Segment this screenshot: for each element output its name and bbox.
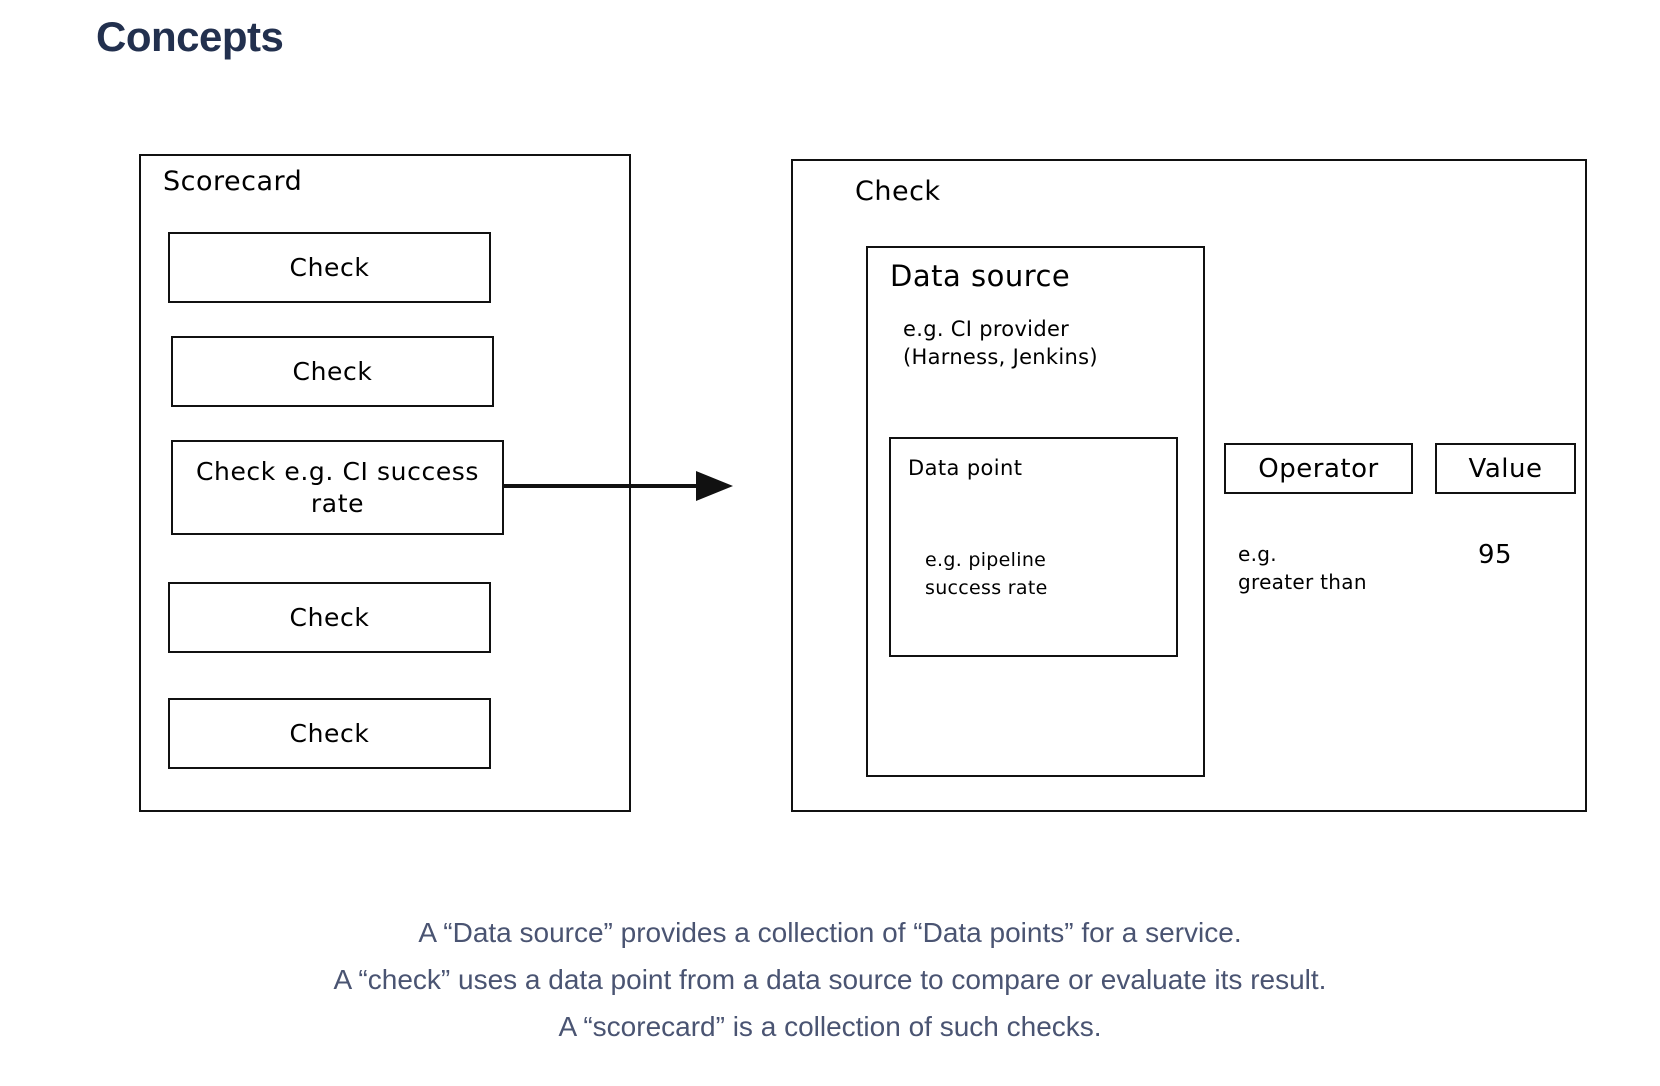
caption-line-1: A “Data source” provides a collection of… <box>418 917 1242 948</box>
flow-arrow-icon <box>503 471 733 501</box>
scorecard-check-item-1[interactable]: Check <box>168 232 491 303</box>
caption: A “Data source” provides a collection of… <box>0 910 1660 1050</box>
operator-box[interactable]: Operator <box>1224 443 1413 494</box>
data-source-title: Data source <box>890 259 1071 293</box>
data-point-example-text: e.g. pipeline success rate <box>925 549 1048 599</box>
scorecard-check-item-4[interactable]: Check <box>168 582 491 653</box>
operator-example-text: e.g. greater than <box>1238 542 1367 594</box>
caption-line-3: A “scorecard” is a collection of such ch… <box>558 1010 1102 1042</box>
value-amount-text: 95 <box>1478 540 1513 570</box>
caption-line-2: A “check” uses a data point from a data … <box>333 963 1327 995</box>
scorecard-check-item-5[interactable]: Check <box>168 698 491 769</box>
scorecard-check-item-3[interactable]: Check e.g. CI success rate <box>171 440 504 535</box>
check-panel-title: Check <box>855 176 941 207</box>
page-title: Concepts <box>96 13 284 60</box>
data-source-example-text: e.g. CI provider (Harness, Jenkins) <box>903 317 1098 370</box>
scorecard-check-item-2[interactable]: Check <box>171 336 494 407</box>
value-box[interactable]: Value <box>1435 443 1576 494</box>
scorecard-title: Scorecard <box>163 166 303 197</box>
data-point-title: Data point <box>908 456 1023 480</box>
data-point-box <box>889 437 1178 657</box>
